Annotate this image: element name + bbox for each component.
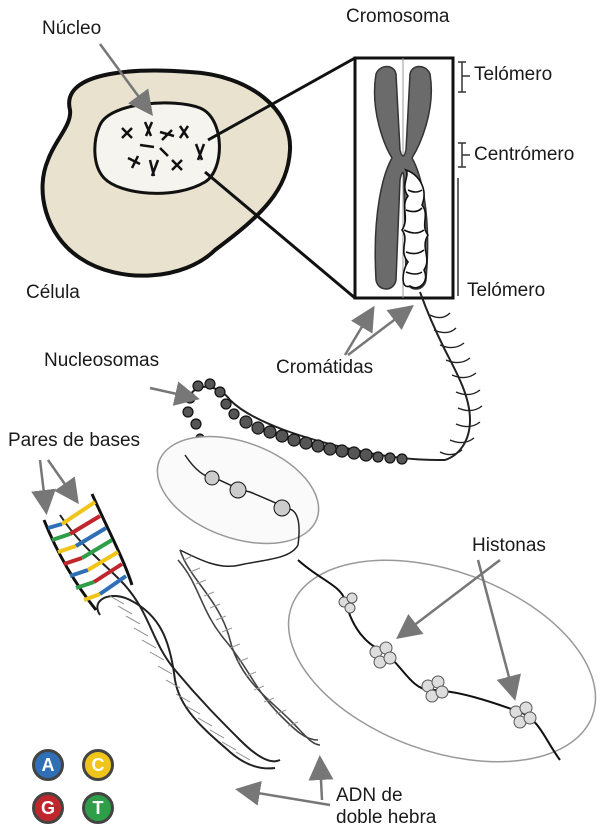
base-c-badge: C: [82, 749, 114, 781]
base-g-badge: G: [32, 792, 64, 824]
label-centromero: Centrómero: [474, 144, 574, 166]
base-a-badge: A: [32, 749, 64, 781]
label-telomero-bottom: Telómero: [467, 280, 545, 302]
base-t-badge: T: [82, 792, 114, 824]
label-celula: Célula: [26, 282, 80, 304]
chromosome-brackets: [458, 62, 470, 296]
label-cromatidas: Cromátidas: [276, 357, 373, 379]
base-pair-ladder: [44, 494, 132, 610]
label-histonas: Histonas: [472, 535, 546, 557]
label-pares-de-bases: Pares de bases: [8, 430, 140, 452]
label-adn-doble-hebra: ADN de doble hebra: [336, 785, 456, 829]
label-nucleosomas: Nucleosomas: [44, 350, 159, 372]
label-adn-line1: ADN de: [336, 785, 456, 807]
histone-oval: [261, 522, 600, 801]
nucleus-shape: [95, 103, 220, 193]
label-telomero-top: Telómero: [474, 64, 552, 86]
label-nucleo: Núcleo: [42, 18, 101, 40]
label-adn-line2: doble hebra: [336, 807, 456, 829]
label-cromosoma: Cromosoma: [346, 6, 449, 28]
